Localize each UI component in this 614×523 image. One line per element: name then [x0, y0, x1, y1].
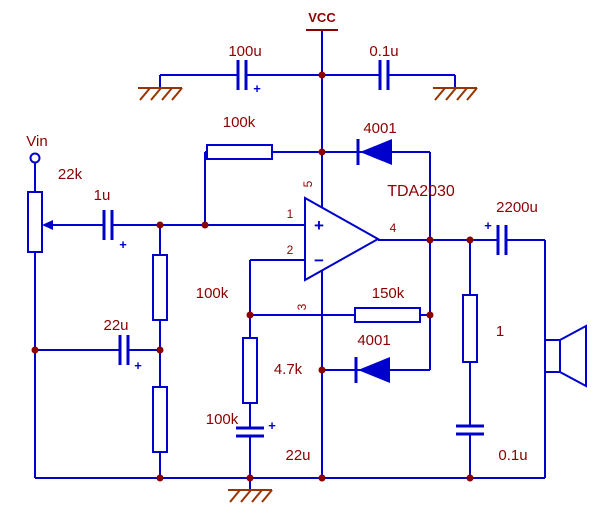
input-cap-label: 1u	[94, 187, 111, 204]
ground-hatch	[466, 87, 478, 101]
bias-upper-label: 100k	[196, 285, 229, 302]
speaker-horn	[559, 324, 587, 388]
junction	[31, 346, 39, 354]
ground-hatch	[229, 489, 241, 503]
ground-hatch	[240, 489, 252, 503]
cap-gap	[105, 209, 111, 241]
lower-diode-triangle	[358, 357, 390, 383]
junction	[318, 474, 326, 482]
junction	[201, 221, 209, 229]
bias-upper-resistor	[152, 254, 168, 321]
zobel-cap-label: 0.1u	[498, 447, 527, 464]
junction	[466, 236, 474, 244]
shunt-res-label: 4.7k	[274, 361, 303, 378]
ground-hatch	[445, 87, 457, 101]
junction	[318, 71, 326, 79]
junction	[466, 474, 474, 482]
feedback-resistor	[354, 307, 421, 323]
speaker	[544, 324, 587, 388]
volume-pot-body	[27, 191, 43, 253]
cap-gap	[239, 59, 245, 91]
junction	[318, 366, 326, 374]
pin4-label: 4	[390, 221, 397, 235]
decoupling-cap-label: 22u	[103, 317, 128, 334]
cap-gap	[381, 59, 387, 91]
junction	[426, 311, 434, 319]
junction	[426, 236, 434, 244]
decoupling-cap-polarity: +	[134, 358, 142, 373]
filter-cap-polarity: +	[253, 81, 261, 96]
pot-wiper-arrow	[42, 220, 53, 230]
junction	[156, 346, 164, 354]
bias-lower-resistor	[152, 386, 168, 453]
zobel-resistor	[462, 294, 478, 363]
junction-dots	[31, 71, 474, 482]
junction	[156, 474, 164, 482]
resistors	[152, 144, 478, 453]
labels: VCC 100u 0.1u 100k 4001 Vin 22k 1u TDA20…	[26, 10, 538, 464]
speaker-body	[544, 339, 561, 373]
capacitors	[102, 59, 508, 438]
shunt-cap-label: 22u	[285, 447, 310, 464]
output-cap-label: 2200u	[496, 199, 538, 216]
opamp: + −	[304, 196, 381, 282]
input-stage	[27, 152, 53, 253]
opamp-plus-sign: +	[314, 216, 324, 235]
upper-diode-triangle	[360, 139, 392, 165]
volume-pot-label: 22k	[58, 166, 83, 183]
pin2-label: 2	[287, 243, 294, 257]
ground-right	[433, 87, 478, 101]
lower-diode-label: 4001	[357, 332, 390, 349]
pin3-label: 3	[295, 303, 309, 310]
vin-terminal	[29, 152, 41, 164]
feedback-shunt-resistor	[242, 337, 258, 404]
ground-left	[138, 87, 183, 101]
ground-hatch	[171, 87, 183, 101]
ground-hatch	[139, 87, 151, 101]
pin1-label: 1	[287, 207, 294, 221]
ground-hatch	[261, 489, 273, 503]
cap-gap	[121, 334, 127, 366]
ground-bottom	[228, 489, 273, 503]
bias-pullup-label: 100k	[223, 114, 256, 131]
feedback-res-label: 150k	[372, 285, 405, 302]
ground-hatch	[456, 87, 468, 101]
cap-gap	[235, 429, 265, 435]
ground-hatch	[161, 87, 173, 101]
shunt-cap-polarity: +	[268, 418, 276, 433]
pin5-label: 5	[301, 180, 315, 187]
cap-gap	[499, 224, 505, 256]
ground-hatch	[251, 489, 263, 503]
junction	[246, 474, 254, 482]
junction	[318, 148, 326, 156]
vcc-label: VCC	[308, 10, 336, 25]
ic-label: TDA2030	[387, 183, 455, 200]
diodes	[354, 139, 392, 383]
ground-symbols	[138, 29, 478, 503]
input-cap-polarity: +	[119, 237, 127, 252]
opamp-minus-sign: −	[314, 251, 324, 270]
vin-label: Vin	[26, 133, 47, 150]
zobel-res-label: 1	[496, 323, 504, 340]
ground-hatch	[150, 87, 162, 101]
junction	[246, 311, 254, 319]
ground-hatch	[434, 87, 446, 101]
junction	[156, 221, 164, 229]
bias-lower-label: 100k	[206, 411, 239, 428]
opamp-triangle	[304, 196, 381, 282]
bias-pullup-resistor	[206, 144, 273, 160]
bypass-cap-label: 0.1u	[369, 43, 398, 60]
cap-gap	[455, 427, 485, 433]
filter-cap-label: 100u	[228, 43, 261, 60]
upper-diode-label: 4001	[363, 120, 396, 137]
output-cap-polarity: +	[484, 218, 492, 233]
